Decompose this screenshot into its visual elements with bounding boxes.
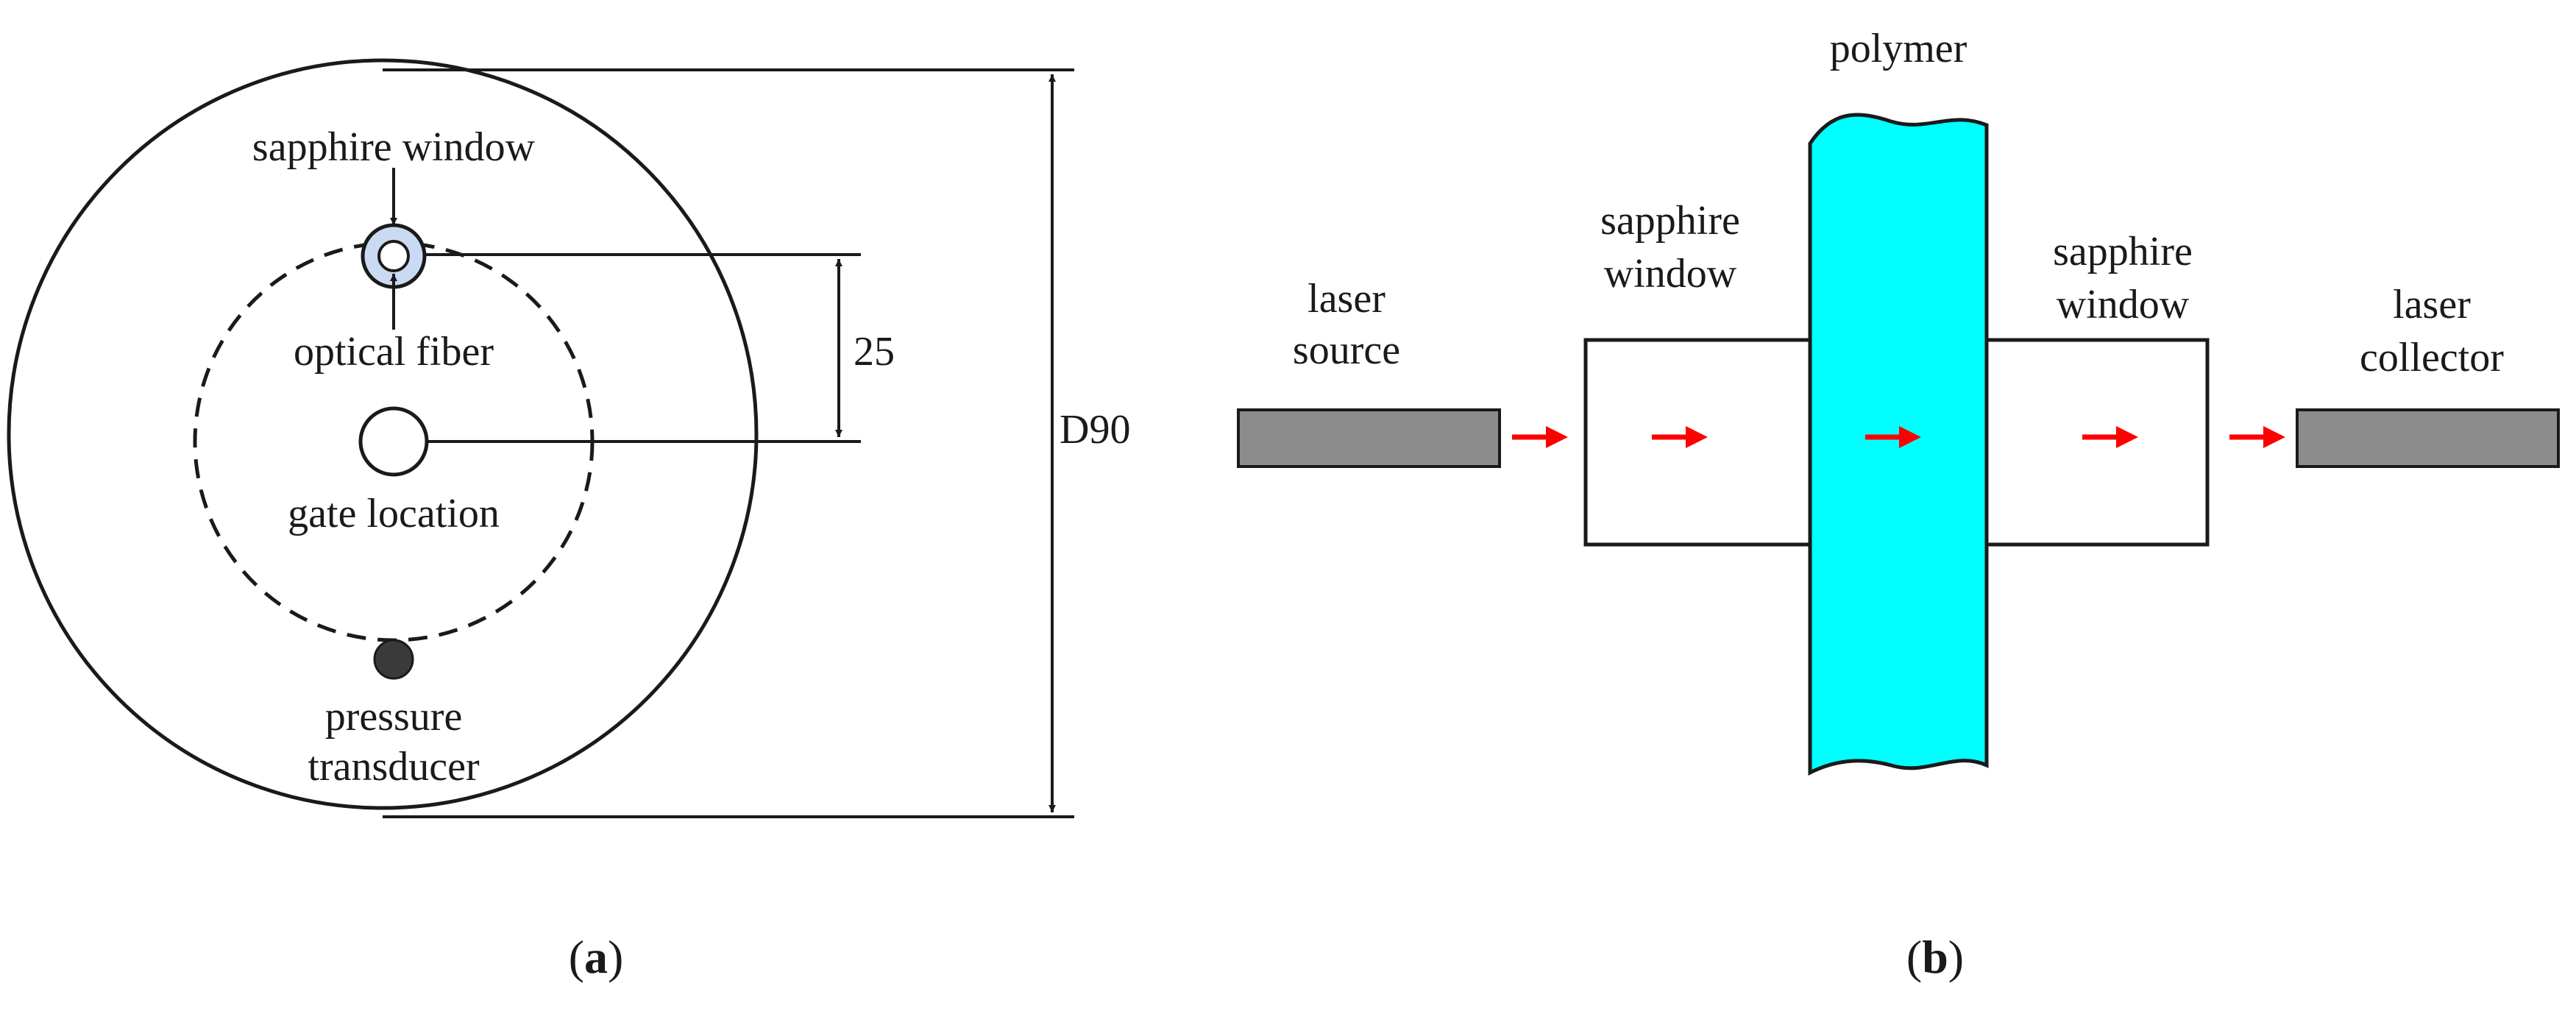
laser-source-label-2: source (1293, 327, 1400, 373)
laser-arrow-5 (2229, 426, 2285, 448)
laser-source-label-1: laser (1307, 276, 1385, 322)
caption-a: (a) (569, 931, 624, 983)
sapphire-left-label-1: sapphire (1600, 198, 1740, 244)
sapphire-right-label-1: sapphire (2053, 229, 2193, 274)
panel-a: sapphire window optical fiber gate locat… (7, 58, 1130, 983)
laser-arrow-3 (1865, 426, 1921, 448)
optical-fiber-label: optical fiber (294, 329, 494, 375)
dimension-25-label: 25 (854, 329, 895, 375)
caption-b: (b) (1906, 931, 1964, 983)
laser-collector-bar (2296, 408, 2560, 468)
mold-outer-circle (7, 58, 759, 810)
laser-arrow-4 (2082, 426, 2138, 448)
laser-source-bar (1237, 408, 1501, 468)
polymer-label: polymer (1830, 26, 1968, 71)
optical-fiber-icon (377, 240, 410, 272)
laser-collector-label-2: collector (2360, 335, 2504, 380)
sapphire-left-label-2: window (1604, 251, 1737, 297)
transducer-label: transducer (308, 744, 480, 790)
sapphire-window-right (1984, 338, 2210, 547)
sapphire-window-label: sapphire window (252, 124, 536, 170)
polymer-strip (1808, 113, 1989, 776)
laser-arrow-1 (1512, 426, 1568, 448)
panel-b: polymer laser source sapphire window sap… (1237, 26, 2560, 983)
gate-location-label: gate location (288, 491, 500, 536)
pressure-transducer-icon (373, 639, 414, 680)
sapphire-right-label-2: window (2057, 282, 2190, 327)
dimension-d90-label: D90 (1060, 407, 1130, 453)
gate-icon (358, 406, 429, 477)
laser-collector-label-1: laser (2393, 282, 2471, 327)
sapphire-window-left (1583, 338, 1812, 547)
laser-arrow-2 (1652, 426, 1708, 448)
pressure-label: pressure (325, 694, 463, 740)
